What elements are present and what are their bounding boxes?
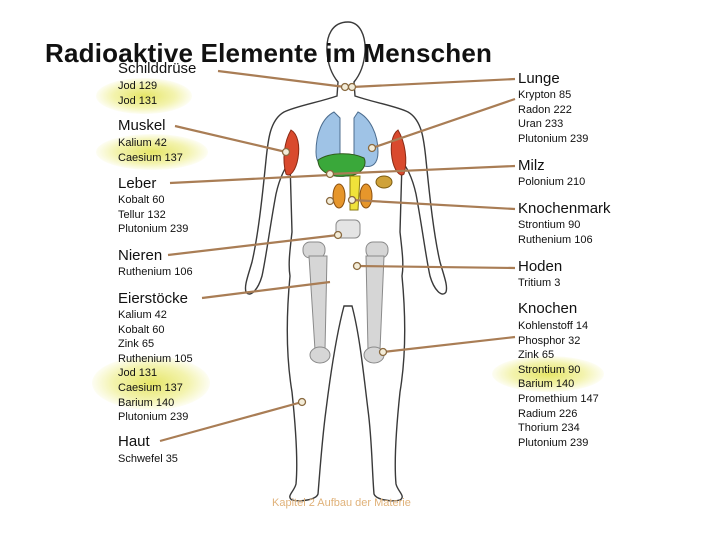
isotope-item: Barium 140 bbox=[118, 396, 175, 409]
label-group-knochenmark: Knochenmark Strontium 90 Ruthenium 106 bbox=[518, 200, 611, 247]
organ-label: Haut bbox=[118, 433, 150, 450]
isotope-item: Strontium 90 bbox=[518, 219, 581, 231]
label-group-leber: Leber Kobalt 60 Tellur 132 Plutonium 239 bbox=[118, 175, 188, 237]
label-group-lunge: Lunge Krypton 85 Radon 222 Uran 233 Plut… bbox=[518, 70, 588, 146]
isotope-item: Ruthenium 105 bbox=[118, 352, 193, 365]
organ-label: Lunge bbox=[518, 70, 560, 87]
isotope-item: Plutonium 239 bbox=[518, 132, 589, 145]
isotope-item: Kalium 42 bbox=[118, 309, 167, 321]
highlight-glow bbox=[96, 134, 208, 170]
isotope-item: Plutonium 239 bbox=[518, 436, 589, 449]
skeleton bbox=[302, 219, 389, 364]
isotope-item: Promethium 147 bbox=[518, 392, 599, 405]
isotope-item: Krypton 85 bbox=[518, 89, 572, 101]
isotope-item: Ruthenium 106 bbox=[518, 233, 593, 246]
isotope-item: Jod 129 bbox=[118, 80, 158, 92]
isotope-item: Caesium 137 bbox=[118, 151, 183, 164]
isotope-item: Jod 131 bbox=[118, 94, 158, 107]
label-group-nieren: Nieren Ruthenium 106 bbox=[118, 247, 193, 280]
isotope-item: Radon 222 bbox=[518, 103, 572, 116]
isotope-item: Plutonium 239 bbox=[118, 411, 189, 424]
highlight-glow bbox=[92, 356, 210, 410]
isotope-item: Kohlenstoff 14 bbox=[518, 320, 589, 332]
label-group-milz: Milz Polonium 210 bbox=[518, 157, 585, 190]
label-group-schilddruese: Schilddrüse Jod 129 Jod 131 bbox=[96, 60, 197, 114]
isotope-item: Radium 226 bbox=[518, 407, 578, 420]
isotope-item: Plutonium 239 bbox=[118, 223, 189, 236]
isotope-item: Uran 233 bbox=[518, 118, 564, 131]
isotope-item: Caesium 137 bbox=[118, 381, 183, 394]
isotope-item: Strontium 90 bbox=[518, 363, 581, 376]
isotope-item: Thorium 234 bbox=[518, 422, 580, 435]
label-group-eierstoecke: Eierstöcke Kalium 42 Kobalt 60 Zink 65 R… bbox=[92, 290, 210, 425]
abdominal-organs bbox=[317, 153, 393, 211]
isotope-item: Polonium 210 bbox=[518, 176, 586, 188]
highlight-glow bbox=[492, 356, 604, 392]
isotope-item: Schwefel 35 bbox=[118, 453, 178, 465]
label-group-knochen: Knochen Kohlenstoff 14 Phosphor 32 Zink … bbox=[492, 300, 604, 450]
isotope-item: Tritium 3 bbox=[518, 277, 561, 289]
human-silhouette bbox=[244, 21, 448, 502]
anchor-dots bbox=[281, 82, 388, 407]
isotope-item: Barium 140 bbox=[518, 378, 575, 391]
highlight-glow bbox=[96, 78, 192, 114]
footer-caption: Kapitel 2 Aufbau der Materie bbox=[272, 497, 411, 509]
label-group-muskel: Muskel Kalium 42 Caesium 137 bbox=[96, 117, 208, 170]
leader-lines bbox=[159, 69, 516, 443]
organ-label: Milz bbox=[518, 157, 545, 174]
organ-label: Eierstöcke bbox=[118, 290, 189, 307]
isotope-item: Zink 65 bbox=[118, 338, 155, 351]
isotope-item: Kalium 42 bbox=[118, 137, 167, 149]
organ-label: Nieren bbox=[118, 247, 163, 264]
organ-label: Schilddrüse bbox=[118, 60, 197, 77]
label-group-haut: Haut Schwefel 35 bbox=[118, 433, 178, 467]
organ-label: Muskel bbox=[118, 117, 166, 134]
isotope-item: Phosphor 32 bbox=[518, 334, 581, 347]
organ-label: Hoden bbox=[518, 258, 563, 275]
isotope-item: Ruthenium 106 bbox=[118, 266, 193, 278]
isotope-item: Zink 65 bbox=[518, 349, 555, 362]
organ-label: Knochenmark bbox=[518, 200, 611, 217]
organ-label: Knochen bbox=[518, 300, 578, 317]
organ-label: Leber bbox=[118, 175, 157, 192]
isotope-item: Kobalt 60 bbox=[118, 194, 165, 206]
isotope-item: Kobalt 60 bbox=[118, 323, 165, 336]
isotope-item: Jod 131 bbox=[118, 367, 158, 380]
isotope-item: Tellur 132 bbox=[118, 208, 166, 221]
page-title: Radioaktive Elemente im Menschen bbox=[45, 38, 493, 68]
label-group-hoden: Hoden Tritium 3 bbox=[518, 258, 562, 291]
